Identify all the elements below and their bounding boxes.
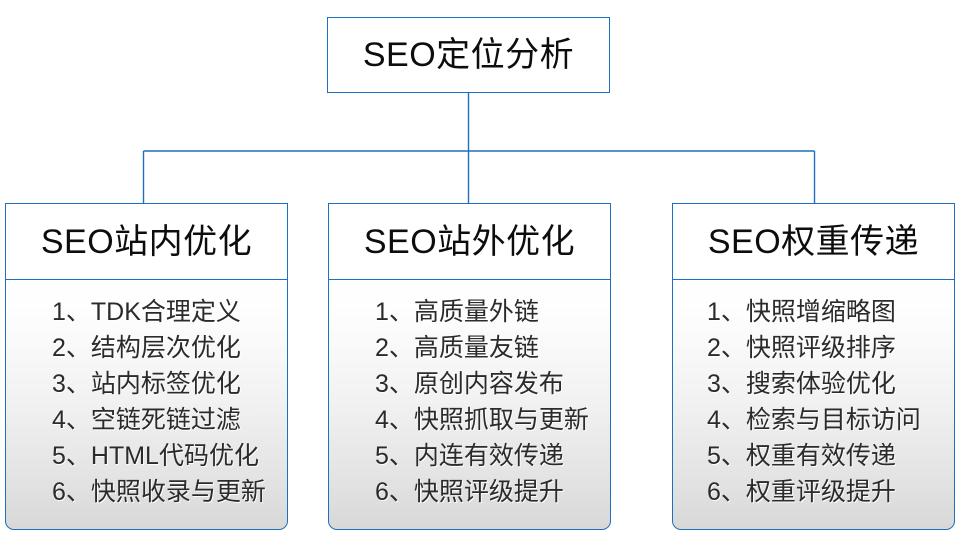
list-item: 1、快照增缩略图 bbox=[707, 297, 896, 326]
list-item: 4、空链死链过滤 bbox=[52, 405, 241, 434]
list-item: 2、高质量友链 bbox=[375, 333, 539, 362]
list-item: 6、权重评级提升 bbox=[707, 477, 896, 506]
branch-list-3: 1、快照增缩略图 2、快照评级排序 3、搜索体验优化 4、检索与目标访问 5、权… bbox=[673, 294, 954, 510]
list-item: 2、快照评级排序 bbox=[707, 333, 896, 362]
list-item: 3、站内标签优化 bbox=[52, 369, 241, 398]
branch-heading-box-3: SEO权重传递 bbox=[672, 203, 955, 280]
root-node: SEO定位分析 bbox=[327, 17, 610, 93]
branch-column-2: SEO站外优化 1、高质量外链 2、高质量友链 3、原创内容发布 4、快照抓取与… bbox=[328, 203, 611, 530]
list-item: 5、权重有效传递 bbox=[707, 441, 896, 470]
branch-heading-box-1: SEO站内优化 bbox=[5, 203, 288, 280]
branch-list-2: 1、高质量外链 2、高质量友链 3、原创内容发布 4、快照抓取与更新 5、内连有… bbox=[329, 294, 610, 510]
root-node-label: SEO定位分析 bbox=[362, 36, 575, 74]
branch-heading-label-2: SEO站外优化 bbox=[363, 222, 576, 261]
branch-body-3: 1、快照增缩略图 2、快照评级排序 3、搜索体验优化 4、检索与目标访问 5、权… bbox=[672, 278, 955, 530]
branch-body-2: 1、高质量外链 2、高质量友链 3、原创内容发布 4、快照抓取与更新 5、内连有… bbox=[328, 278, 611, 530]
list-item: 1、TDK合理定义 bbox=[52, 297, 241, 326]
list-item: 5、内连有效传递 bbox=[375, 441, 564, 470]
list-item: 4、快照抓取与更新 bbox=[375, 405, 589, 434]
branch-heading-box-2: SEO站外优化 bbox=[328, 203, 611, 280]
branch-list-1: 1、TDK合理定义 2、结构层次优化 3、站内标签优化 4、空链死链过滤 5、H… bbox=[6, 294, 287, 510]
branch-body-1: 1、TDK合理定义 2、结构层次优化 3、站内标签优化 4、空链死链过滤 5、H… bbox=[5, 278, 288, 530]
list-item: 5、HTML代码优化 bbox=[52, 441, 259, 470]
list-item: 6、快照评级提升 bbox=[375, 477, 564, 506]
branch-column-3: SEO权重传递 1、快照增缩略图 2、快照评级排序 3、搜索体验优化 4、检索与… bbox=[672, 203, 955, 530]
branch-heading-label-3: SEO权重传递 bbox=[707, 222, 920, 261]
list-item: 1、高质量外链 bbox=[375, 297, 539, 326]
branch-heading-label-1: SEO站内优化 bbox=[40, 222, 253, 261]
list-item: 2、结构层次优化 bbox=[52, 333, 241, 362]
list-item: 3、搜索体验优化 bbox=[707, 369, 896, 398]
list-item: 3、原创内容发布 bbox=[375, 369, 564, 398]
list-item: 4、检索与目标访问 bbox=[707, 405, 921, 434]
branch-column-1: SEO站内优化 1、TDK合理定义 2、结构层次优化 3、站内标签优化 4、空链… bbox=[5, 203, 288, 530]
list-item: 6、快照收录与更新 bbox=[52, 477, 266, 506]
